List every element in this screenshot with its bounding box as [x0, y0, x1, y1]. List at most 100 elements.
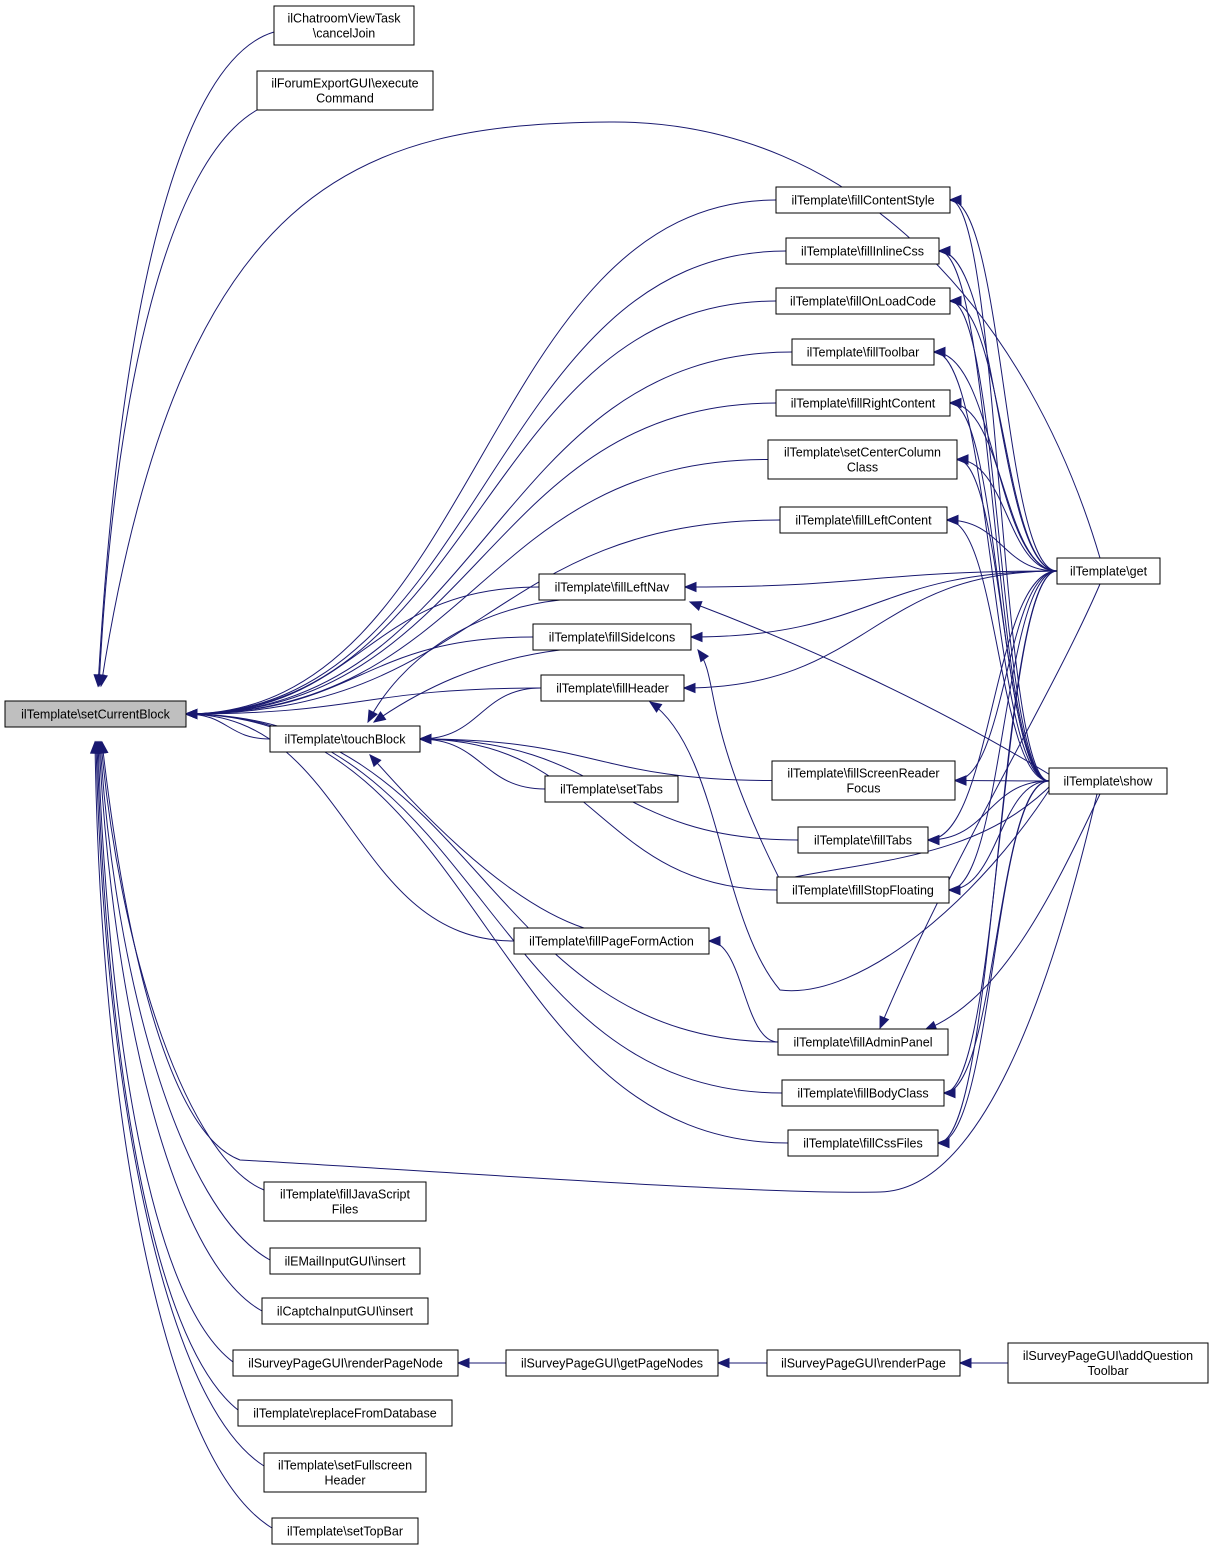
edge-fillJavaScriptFiles-to-setCurrentBlock — [100, 741, 265, 1191]
node-label-fillAdminPanel-0: ilTemplate\fillAdminPanel — [794, 1036, 933, 1050]
node-fillHeader[interactable]: ilTemplate\fillHeader — [540, 674, 685, 702]
node-box-fillHeader[interactable] — [540, 674, 685, 702]
node-fillLeftNav[interactable]: ilTemplate\fillLeftNav — [538, 573, 686, 601]
node-renderPageNode[interactable]: ilSurveyPageGUI\renderPageNode — [232, 1349, 459, 1377]
node-get[interactable]: ilTemplate\get — [1056, 557, 1161, 585]
node-box-fillOnLoadCode[interactable] — [775, 287, 951, 315]
node-box-setCenterColumnClass[interactable] — [767, 439, 958, 480]
node-show[interactable]: ilTemplate\show — [1048, 767, 1168, 795]
arrowhead-fillPageFormAction-to-touchBlock — [369, 754, 382, 768]
edge-show-to-setCurrentBlock — [101, 741, 1101, 1193]
node-box-fillAdminPanel[interactable] — [777, 1028, 949, 1056]
node-box-fillSideIcons[interactable] — [532, 623, 692, 651]
edge-show-to-fillLeftNav — [689, 601, 1061, 782]
node-box-fillScreenReaderFocus[interactable] — [771, 760, 956, 801]
node-box-forumExecute[interactable] — [256, 70, 434, 111]
node-box-fillCssFiles[interactable] — [787, 1129, 939, 1157]
node-touchBlock[interactable]: ilTemplate\touchBlock — [269, 725, 421, 753]
node-box-touchBlock[interactable] — [269, 725, 421, 753]
node-label-fillJavaScriptFiles-0: ilTemplate\fillJavaScript — [280, 1188, 410, 1202]
node-box-setTopBar[interactable] — [271, 1517, 419, 1545]
edge-captchaInsert-to-setCurrentBlock — [98, 741, 263, 1312]
node-fillLeftContent[interactable]: ilTemplate\fillLeftContent — [779, 506, 948, 534]
node-box-addQuestionToolbar[interactable] — [1007, 1342, 1209, 1384]
nodes-layer: ilTemplate\setCurrentBlock ilChatroomView… — [4, 5, 1209, 1545]
edge-replaceFromDatabase-to-setCurrentBlock — [96, 741, 239, 1411]
node-renderPage[interactable]: ilSurveyPageGUI\renderPage — [766, 1349, 961, 1377]
node-box-fillLeftContent[interactable] — [779, 506, 948, 534]
node-fillOnLoadCode[interactable]: ilTemplate\fillOnLoadCode — [775, 287, 951, 315]
arrowhead-show-to-fillContentStyle — [948, 194, 962, 206]
edge-fillBodyClass-to-setCurrentBlock — [185, 713, 783, 1094]
node-box-renderPage[interactable] — [766, 1349, 961, 1377]
edge-renderPageNode-to-setCurrentBlock — [97, 741, 234, 1363]
node-fillCssFiles[interactable]: ilTemplate\fillCssFiles — [787, 1129, 939, 1157]
edge-setCenterColumnClass-to-setCurrentBlock — [185, 459, 769, 715]
edge-get-to-fillCssFiles — [937, 570, 1058, 1144]
node-replaceFromDatabase[interactable]: ilTemplate\replaceFromDatabase — [237, 1399, 453, 1427]
node-fillToolbar[interactable]: ilTemplate\fillToolbar — [791, 338, 935, 366]
node-fillStopFloating[interactable]: ilTemplate\fillStopFloating — [776, 876, 950, 904]
node-label-setCenterColumnClass-1: Class — [847, 461, 878, 475]
node-fillAdminPanel[interactable]: ilTemplate\fillAdminPanel — [777, 1028, 949, 1056]
node-fillSideIcons[interactable]: ilTemplate\fillSideIcons — [532, 623, 692, 651]
edge-fillContentStyle-to-setCurrentBlock — [185, 199, 777, 715]
node-label-fillRightContent-0: ilTemplate\fillRightContent — [791, 397, 936, 411]
node-box-setFullscreenHeader[interactable] — [263, 1452, 427, 1493]
node-box-fillInlineCss[interactable] — [785, 237, 940, 265]
node-box-get[interactable] — [1056, 557, 1161, 585]
edge-fillSideIcons-to-touchBlock — [373, 649, 561, 723]
node-setTopBar[interactable]: ilTemplate\setTopBar — [271, 1517, 419, 1545]
node-box-renderPageNode[interactable] — [232, 1349, 459, 1377]
node-box-setCurrentBlock[interactable] — [4, 700, 187, 728]
node-box-show[interactable] — [1048, 767, 1168, 795]
node-box-getPageNodes[interactable] — [505, 1349, 719, 1377]
edges-layer — [89, 31, 1101, 1529]
node-box-setTabs[interactable] — [544, 775, 679, 803]
node-box-fillTabs[interactable] — [797, 826, 929, 854]
node-getPageNodes[interactable]: ilSurveyPageGUI\getPageNodes — [505, 1349, 719, 1377]
edge-show-to-fillHeader — [649, 701, 1056, 992]
arrowhead-get-to-fillSideIcons — [689, 631, 703, 643]
node-fillInlineCss[interactable]: ilTemplate\fillInlineCss — [785, 237, 940, 265]
node-box-cancelJoin[interactable] — [273, 5, 415, 46]
node-cancelJoin[interactable]: ilChatroomViewTask\cancelJoin — [273, 5, 415, 46]
arrowhead-get-to-fillAdminPanel — [879, 1015, 890, 1030]
edge-fillStopFloating-to-touchBlock — [419, 738, 778, 891]
edge-show-to-fillLeftContent — [946, 519, 1050, 782]
node-box-fillContentStyle[interactable] — [775, 186, 951, 214]
node-box-fillPageFormAction[interactable] — [513, 927, 710, 955]
edge-fillHeader-to-setCurrentBlock — [185, 687, 542, 715]
node-box-fillJavaScriptFiles[interactable] — [263, 1181, 427, 1222]
node-box-fillStopFloating[interactable] — [776, 876, 950, 904]
node-fillPageFormAction[interactable]: ilTemplate\fillPageFormAction — [513, 927, 710, 955]
node-emailInsert[interactable]: ilEMailInputGUI\insert — [269, 1247, 421, 1275]
node-box-fillLeftNav[interactable] — [538, 573, 686, 601]
node-box-captchaInsert[interactable] — [261, 1297, 429, 1325]
edge-setTopBar-to-setCurrentBlock — [94, 741, 273, 1529]
node-label-emailInsert-0: ilEMailInputGUI\insert — [285, 1255, 406, 1269]
node-fillContentStyle[interactable]: ilTemplate\fillContentStyle — [775, 186, 951, 214]
node-box-fillToolbar[interactable] — [791, 338, 935, 366]
node-label-fillJavaScriptFiles-1: Files — [332, 1203, 358, 1217]
node-setCurrentBlock[interactable]: ilTemplate\setCurrentBlock — [4, 700, 187, 728]
node-box-replaceFromDatabase[interactable] — [237, 1399, 453, 1427]
node-fillRightContent[interactable]: ilTemplate\fillRightContent — [775, 389, 951, 417]
node-box-emailInsert[interactable] — [269, 1247, 421, 1275]
node-captchaInsert[interactable]: ilCaptchaInputGUI\insert — [261, 1297, 429, 1325]
node-setTabs[interactable]: ilTemplate\setTabs — [544, 775, 679, 803]
node-box-fillRightContent[interactable] — [775, 389, 951, 417]
node-label-fillScreenReaderFocus-0: ilTemplate\fillScreenReader — [787, 767, 939, 781]
node-fillBodyClass[interactable]: ilTemplate\fillBodyClass — [781, 1079, 945, 1107]
edge-show-to-fillContentStyle — [949, 199, 1050, 782]
arrowhead-fillAdminPanel-to-fillPageFormAction — [707, 935, 721, 947]
node-fillTabs[interactable]: ilTemplate\fillTabs — [797, 826, 929, 854]
node-box-fillBodyClass[interactable] — [781, 1079, 945, 1107]
